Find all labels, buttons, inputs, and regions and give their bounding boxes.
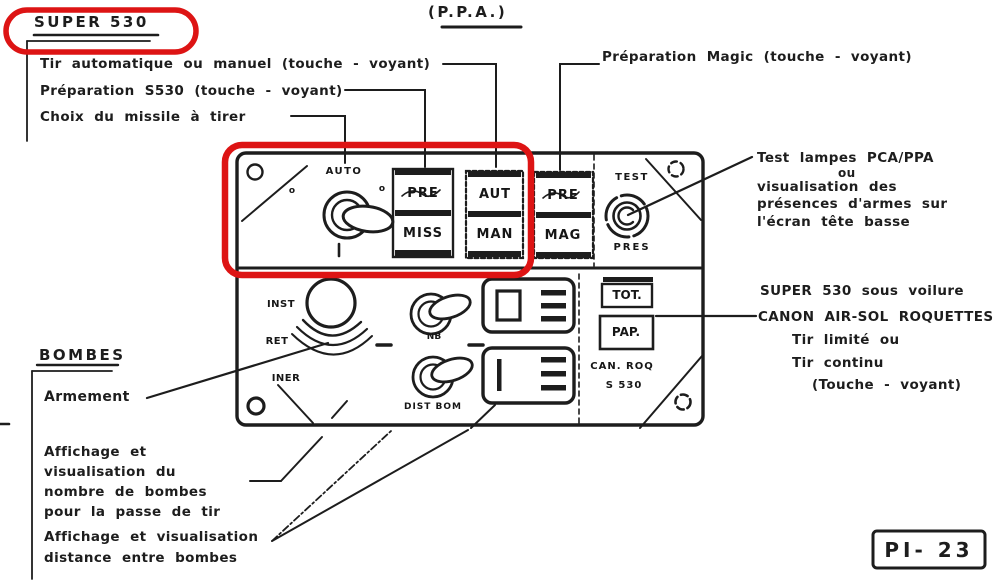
- label-aff1-l2: visualisation du: [44, 464, 176, 480]
- s530-label: S 530: [605, 380, 643, 391]
- label-prep-magic: Préparation Magic (touche - voyant): [602, 49, 912, 65]
- aut-button-label: AUT: [478, 187, 512, 202]
- test-pres-button: [604, 193, 650, 239]
- pre1-button-label: PRE: [407, 186, 439, 201]
- bombes-title: BOMBES: [39, 346, 126, 364]
- label-test-l3: visualisation des: [757, 179, 897, 195]
- bombes-bracket: [31, 363, 120, 580]
- label-aff1-l3: nombre de bombes: [44, 484, 207, 500]
- mag-button-label: MAG: [544, 228, 582, 243]
- label-test-l2: ou: [838, 166, 856, 180]
- label-test-l5: l'écran tête basse: [757, 214, 911, 230]
- figure-ref-box: [871, 529, 987, 570]
- super530-bracket: [26, 33, 160, 142]
- callout-connectors-top: [290, 63, 600, 171]
- dist-bom-knob: [411, 355, 474, 399]
- label-choix-missile: Choix du missile à tirer: [40, 109, 246, 125]
- nombre-callout-line: [249, 400, 348, 482]
- label-aff2-l2: distance entre bombes: [44, 550, 238, 566]
- armement-knob: [291, 277, 373, 356]
- tot-pap-buttons: [598, 277, 655, 351]
- aut-man-button-group: [464, 169, 525, 260]
- red-rect-panel: [221, 141, 535, 279]
- label-prep-s530: Préparation S530 (touche - voyant): [40, 83, 343, 99]
- dist-bom-knob-label: DIST BOM: [403, 402, 463, 412]
- label-test-l1: Test lampes PCA/PPA: [757, 150, 934, 166]
- pre2-button-label: PRE: [547, 188, 579, 203]
- label-armement: Armement: [44, 389, 130, 405]
- test-button-label: TEST: [615, 172, 649, 183]
- label-sousvoilure-l1: SUPER 530 sous voilure: [760, 283, 964, 299]
- tot-button-label: TOT.: [612, 288, 642, 302]
- pos-ret-label: RET: [265, 336, 289, 347]
- pap-button-label: PAP.: [611, 325, 641, 339]
- bomb-distance-display: [481, 346, 576, 405]
- nb-knob: [409, 292, 472, 336]
- auto-switch-label: AUTO: [325, 166, 363, 177]
- pre-mag-button-group: [532, 170, 595, 260]
- label-tir-auto: Tir automatique ou manuel (touche - voya…: [40, 56, 431, 72]
- section-dividers: [578, 154, 595, 424]
- label-aff2-l1: Affichage et visualisation: [44, 529, 259, 545]
- panel-chamfers: [241, 158, 703, 429]
- nb-knob-label: NB: [426, 332, 442, 342]
- bomb-count-display: [481, 277, 576, 334]
- red-annotations: [3, 7, 535, 279]
- label-aff1-l1: Affichage et: [44, 444, 147, 460]
- pre-miss-button-group: [391, 167, 455, 259]
- man-button-label: MAN: [476, 227, 514, 242]
- pres-button-label: PRES: [613, 242, 651, 253]
- label-test-l4: présences d'armes sur: [757, 196, 948, 212]
- can-roq-label: CAN. ROQ: [590, 361, 654, 372]
- auto-pos-left: o: [288, 186, 296, 196]
- label-sousvoilure-l3: Tir limité ou: [792, 332, 900, 348]
- label-sousvoilure-l2: CANON AIR-SOL ROQUETTES: [758, 309, 994, 325]
- pos-inst-label: INST: [266, 299, 296, 310]
- auto-selector-knob: [322, 190, 395, 258]
- super530-title: SUPER 530: [34, 13, 149, 31]
- test-callout-line: [626, 155, 754, 217]
- auto-pos-right: o: [378, 184, 386, 194]
- red-circle-super530: [3, 7, 199, 55]
- miss-button-label: MISS: [403, 226, 443, 241]
- screw-icon: [246, 160, 692, 416]
- label-sousvoilure-l4: Tir continu: [792, 355, 884, 371]
- label-aff1-l4: pour la passe de tir: [44, 504, 221, 520]
- panel-outline: [235, 151, 705, 427]
- figure-ref: PI- 23: [884, 537, 974, 562]
- page-title: (P.P.A.): [428, 3, 508, 21]
- label-sousvoilure-l5: (Touche - voyant): [812, 377, 962, 393]
- pos-iner-label: INER: [271, 373, 301, 384]
